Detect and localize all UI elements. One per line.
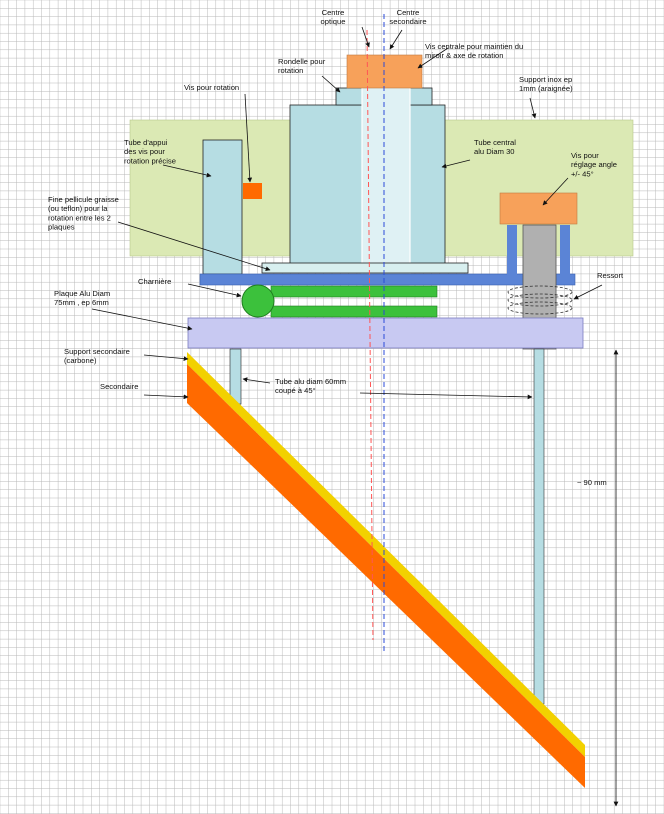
label-line: ~ 90 mm [577, 478, 607, 487]
label-line: alu Diam 30 [474, 147, 515, 156]
label-line: plaques [48, 223, 75, 232]
label-rotation-screw: Vis pour rotation [184, 83, 239, 92]
arrow-secondary-support [143, 354, 189, 361]
label-secondary-support: Support secondaire(carbone) [64, 347, 130, 365]
callout-arrows [91, 26, 603, 400]
label-line: Fine pellicule graisse [48, 195, 119, 204]
arrow-spider [529, 97, 537, 119]
label-line: 75mm , ep 6mm [54, 298, 109, 307]
aluminium-plate [187, 317, 584, 349]
label-line: rotation précise [124, 156, 176, 165]
label-line: Plaque Alu Diam [54, 289, 110, 298]
arrow-optical-center [361, 26, 370, 48]
arrow-angle-screw [542, 177, 569, 206]
optical-axis-line [366, 29, 374, 641]
label-line: +/- 45° [571, 169, 594, 178]
grease-film-plate [261, 262, 469, 274]
label-line: Vis pour rotation [184, 83, 239, 92]
label-line: (ou teflon) pour la [48, 204, 108, 213]
label-spring: Ressort [597, 271, 624, 280]
label-line: Tube central [474, 138, 516, 147]
angle-screw-post-right [560, 225, 570, 275]
label-line: Support inox ep [519, 75, 572, 84]
label-line: Rondelle pour [278, 57, 326, 66]
label-line: Vis pour [571, 151, 599, 160]
label-line: Centre [322, 8, 345, 17]
label-line: (carbone) [64, 356, 97, 365]
arrow-support-tube [162, 164, 212, 178]
green-plate-bottom [270, 305, 438, 318]
label-line: Secondaire [100, 382, 138, 391]
support-tube [202, 139, 243, 275]
arrow-rotation-screw [244, 93, 253, 183]
label-hinge: Charnière [138, 277, 171, 286]
tube60-left [229, 348, 242, 405]
label-line: 1mm (araignée) [519, 84, 573, 93]
label-grease-film: Fine pellicule graisse(ou teflon) pour l… [48, 195, 119, 232]
label-line: coupé à 45° [275, 386, 316, 395]
label-line: miroir & axe de rotation [425, 51, 504, 60]
label-secondary: Secondaire [100, 382, 138, 391]
secondary-mirror [187, 364, 585, 788]
arrow-tube60-right [359, 392, 533, 400]
arrow-central-tube [441, 159, 471, 169]
rotation-screw [243, 183, 262, 199]
label-line: rotation entre les 2 [48, 213, 111, 222]
arrow-secondary-center [389, 29, 403, 50]
label-line: Support secondaire [64, 347, 130, 356]
angle-screw-head [499, 192, 578, 225]
arrow-washer [321, 75, 341, 93]
label-line: Ressort [597, 271, 624, 280]
label-line: Tube alu diam 60mm [275, 377, 346, 386]
label-line: réglage angle [571, 160, 617, 169]
label-dimension: ~ 90 mm [577, 478, 607, 487]
arrow-central-screw [417, 47, 449, 69]
label-line: rotation [278, 66, 303, 75]
arrow-plate [91, 308, 193, 331]
arrow-grease-film [117, 221, 271, 271]
arrow-tube60-left [242, 377, 271, 384]
label-line: Centre [397, 8, 420, 17]
spring [507, 285, 573, 315]
label-line: Tube d'appui [124, 138, 168, 147]
arrow-spring [573, 284, 603, 300]
label-line: secondaire [389, 17, 426, 26]
hinge [241, 284, 275, 318]
arrow-secondary [143, 394, 189, 400]
label-line: Vis centrale pour maintien du [425, 42, 523, 51]
secondary-support [187, 352, 585, 757]
upper-rotating-plate [199, 273, 576, 286]
angle-screw-post-left [507, 225, 517, 275]
label-line: Charnière [138, 277, 171, 286]
label-line: des vis pour [124, 147, 165, 156]
green-plate-top [270, 285, 438, 298]
label-line: optique [321, 17, 346, 26]
arrow-hinge [187, 283, 242, 298]
tube60-right [533, 348, 545, 705]
